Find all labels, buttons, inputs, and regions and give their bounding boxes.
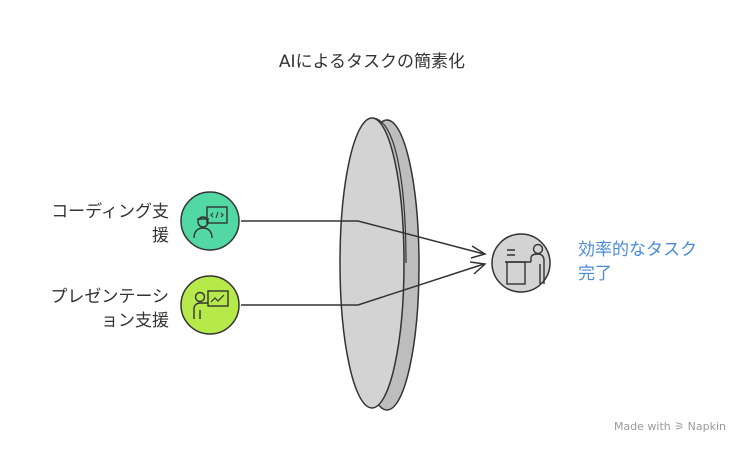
napkin-logo-icon: ⚞ bbox=[674, 420, 685, 433]
lens-shape bbox=[339, 117, 420, 411]
output-label-line1: 効率的なタスク bbox=[578, 240, 697, 260]
presentation-support-label-line2: ョン支援 bbox=[101, 311, 169, 331]
output-label: 効率的なタスク 完了 bbox=[578, 238, 738, 286]
napkin-brand-text: Napkin bbox=[687, 420, 726, 433]
made-with-footer: Made with ⚞ Napkin bbox=[614, 420, 726, 433]
presentation-support-label-line1: プレゼンテーシ bbox=[50, 287, 169, 307]
diagram-title: AIによるタスクの簡素化 bbox=[278, 52, 466, 72]
connector-presentation bbox=[241, 261, 487, 306]
output-label-line2: 完了 bbox=[578, 264, 612, 284]
connector-coding bbox=[241, 220, 487, 259]
coding-support-label: コーディング支 援 bbox=[0, 200, 169, 248]
coding-support-label-line1: コーディング支 bbox=[51, 202, 169, 222]
developer-code-icon bbox=[180, 191, 240, 251]
presentation-support-label: プレゼンテーシ ョン支援 bbox=[0, 285, 169, 333]
coding-support-label-line2: 援 bbox=[152, 226, 169, 246]
presenter-chart-icon bbox=[180, 275, 240, 335]
person-at-desk-icon bbox=[491, 233, 551, 293]
made-with-text: Made with bbox=[613, 420, 671, 433]
